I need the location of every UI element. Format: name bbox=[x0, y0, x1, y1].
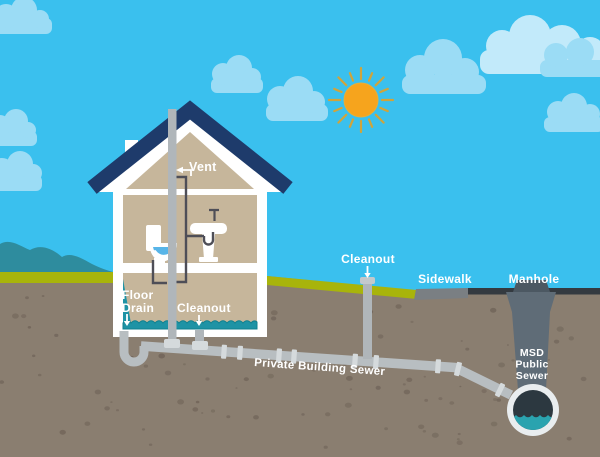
cleanout-exterior-label: Cleanout bbox=[341, 252, 395, 266]
basement-water-wedge bbox=[123, 279, 132, 329]
floor-drain-label: Floor bbox=[122, 288, 154, 302]
private-building-sewer-pipe bbox=[140, 341, 514, 400]
cleanout-interior-label: Cleanout bbox=[177, 301, 231, 315]
basement-water bbox=[122, 320, 258, 330]
cleanout-exterior-arrowhead bbox=[364, 273, 371, 278]
vent-branch-pipe bbox=[174, 175, 188, 284]
sidewalk-slab bbox=[414, 288, 468, 300]
manhole-cover bbox=[513, 280, 550, 292]
sun-icon bbox=[327, 66, 395, 134]
msd-public-sewer-label: Sewer bbox=[516, 370, 548, 382]
hills bbox=[0, 241, 113, 276]
pipe-flange bbox=[164, 339, 180, 348]
clouds bbox=[0, 0, 600, 191]
sewer-pipes bbox=[119, 109, 514, 400]
exterior-cleanout-cap bbox=[360, 277, 375, 284]
cloud bbox=[211, 55, 263, 93]
vent-arrowhead bbox=[176, 166, 183, 174]
roof bbox=[87, 100, 293, 194]
cloud bbox=[266, 76, 328, 121]
floor-drain-label: Drain bbox=[122, 301, 154, 315]
manhole-label: Manhole bbox=[509, 272, 560, 286]
manhole-shaft bbox=[506, 292, 556, 390]
sink-trap-pipe bbox=[186, 232, 215, 246]
vent-label: Vent bbox=[189, 160, 217, 174]
grass-yard bbox=[267, 276, 417, 299]
pipe-joints bbox=[220, 344, 506, 398]
cloud bbox=[402, 39, 486, 94]
toilet-drain-pipe bbox=[151, 260, 167, 285]
fixture-drain-pipes bbox=[151, 175, 215, 285]
sidewalk-label: Sidewalk bbox=[418, 272, 472, 286]
soil-speckles bbox=[0, 295, 587, 449]
faucet bbox=[209, 208, 219, 221]
msd-public-sewer-label: Public bbox=[515, 359, 548, 371]
msd-public-sewer-pipe bbox=[507, 384, 559, 436]
exterior-cleanout-pipe bbox=[363, 281, 372, 359]
cloud bbox=[0, 109, 37, 146]
gable-interior bbox=[126, 132, 254, 189]
floor-drain-pipe bbox=[119, 331, 149, 367]
sink bbox=[190, 208, 227, 262]
cloud bbox=[0, 0, 52, 34]
house bbox=[87, 100, 293, 337]
floor-drain-arrowhead bbox=[123, 321, 131, 326]
cloud bbox=[0, 151, 42, 191]
cleanout-interior-arrowhead bbox=[195, 321, 203, 326]
vent-stack-pipe bbox=[168, 109, 177, 349]
cleanout-stub-pipe bbox=[195, 330, 204, 348]
pipe-flange bbox=[192, 341, 208, 350]
cloud bbox=[540, 38, 600, 77]
vent-arrow bbox=[182, 169, 192, 176]
cloud bbox=[544, 93, 600, 132]
msd-public-sewer-label: MSD bbox=[520, 347, 544, 359]
grass-left bbox=[0, 272, 113, 283]
basement-interior bbox=[123, 273, 257, 329]
